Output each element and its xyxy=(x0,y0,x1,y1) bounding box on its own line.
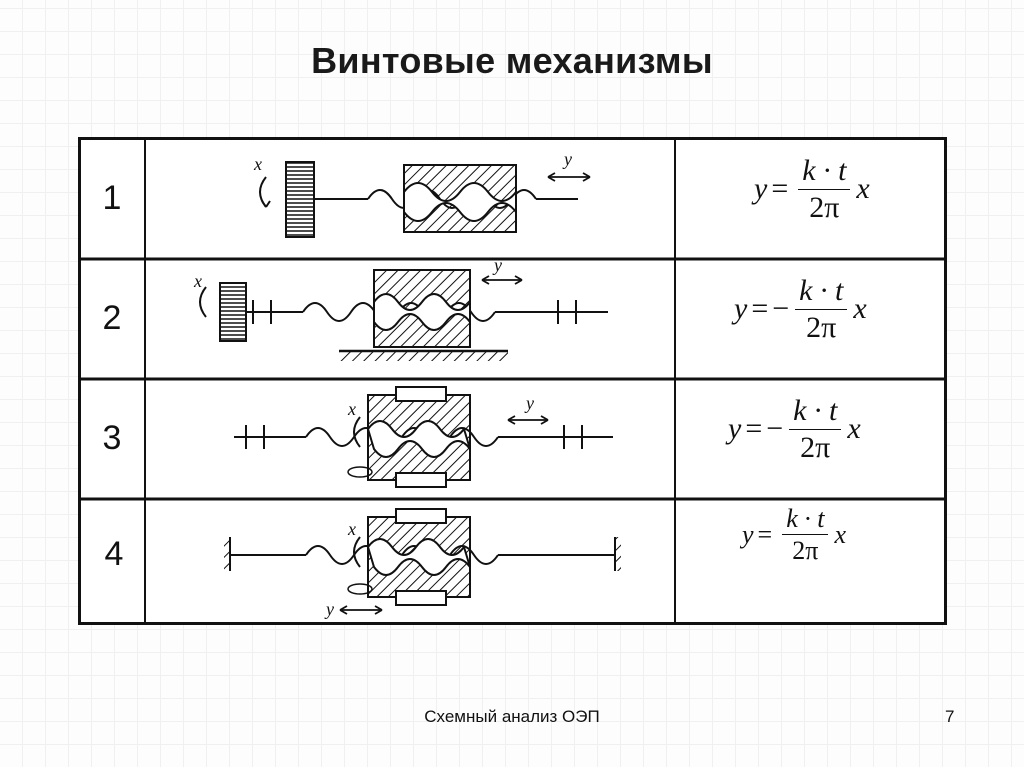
lin-label-4: y xyxy=(324,599,334,619)
formula-lhs: y xyxy=(728,412,742,445)
table-grid: x y x y x y x y xyxy=(78,137,947,625)
formula-pi: π xyxy=(815,430,831,464)
formula-fraction: k · t 2π xyxy=(798,155,851,224)
row-number-4: 4 xyxy=(104,535,124,573)
formula-den-number: 2 xyxy=(792,536,806,566)
formula-eq: = xyxy=(771,172,789,205)
formula-den-number: 2 xyxy=(806,310,822,344)
formula-numerator: k · t xyxy=(795,275,848,310)
mechanism-diagram-4 xyxy=(224,508,621,615)
mechanisms-table: x y x y x y x y 1 2 3 4 y = k · t 2π x y… xyxy=(78,137,947,625)
mechanism-diagram-2 xyxy=(199,269,608,361)
lin-label-2: y xyxy=(492,255,502,275)
slide-title: Винтовые механизмы xyxy=(311,40,713,81)
lin-label-3: y xyxy=(524,393,534,413)
mechanism-diagram-3 xyxy=(234,386,613,488)
formula-numerator: k · t xyxy=(782,505,829,536)
formula-denominator: 2π xyxy=(806,310,836,344)
formula-pi: π xyxy=(821,310,837,344)
formula-var: x xyxy=(847,412,861,445)
row-number-1: 1 xyxy=(102,179,122,217)
footer-text: Схемный анализ ОЭП xyxy=(424,707,600,726)
row-number-2: 2 xyxy=(102,299,122,337)
formula-denominator: 2π xyxy=(800,430,830,464)
formula-den-number: 2 xyxy=(809,190,825,224)
row-number-3: 3 xyxy=(102,419,122,457)
formula-eq: = xyxy=(745,412,763,445)
formula-den-number: 2 xyxy=(800,430,816,464)
formula-var: x xyxy=(853,292,867,325)
formula-eq: = xyxy=(757,519,773,549)
formula-var: x xyxy=(834,519,847,549)
mechanism-diagram-1 xyxy=(259,161,591,238)
formula-4: y = k · t 2π x xyxy=(742,505,846,565)
formula-eq: = xyxy=(751,292,769,325)
formula-numerator: k · t xyxy=(789,395,842,430)
page-number: 7 xyxy=(945,707,955,726)
formula-numerator: k · t xyxy=(798,155,851,190)
formula-pi: π xyxy=(824,190,840,224)
formula-sign: − xyxy=(772,292,790,325)
rot-label-3: x xyxy=(347,399,356,419)
formula-lhs: y xyxy=(742,519,754,549)
rot-label-2: x xyxy=(193,271,202,291)
formula-pi: π xyxy=(805,536,819,566)
formula-2: y = − k · t 2π x xyxy=(734,275,867,343)
formula-lhs: y xyxy=(754,172,768,205)
formula-var: x xyxy=(856,172,870,205)
formula-fraction: k · t 2π xyxy=(782,505,829,565)
rot-label-1: x xyxy=(253,154,262,174)
formula-denominator: 2π xyxy=(809,190,839,224)
formula-fraction: k · t 2π xyxy=(789,395,842,464)
lin-label-1: y xyxy=(562,149,572,169)
formula-fraction: k · t 2π xyxy=(795,275,848,344)
formula-sign: − xyxy=(766,412,784,445)
rot-label-4: x xyxy=(347,519,356,539)
formula-1: y = k · t 2π x xyxy=(754,155,870,223)
formula-denominator: 2π xyxy=(792,535,818,564)
formula-lhs: y xyxy=(734,292,748,325)
formula-3: y = − k · t 2π x xyxy=(728,395,861,463)
